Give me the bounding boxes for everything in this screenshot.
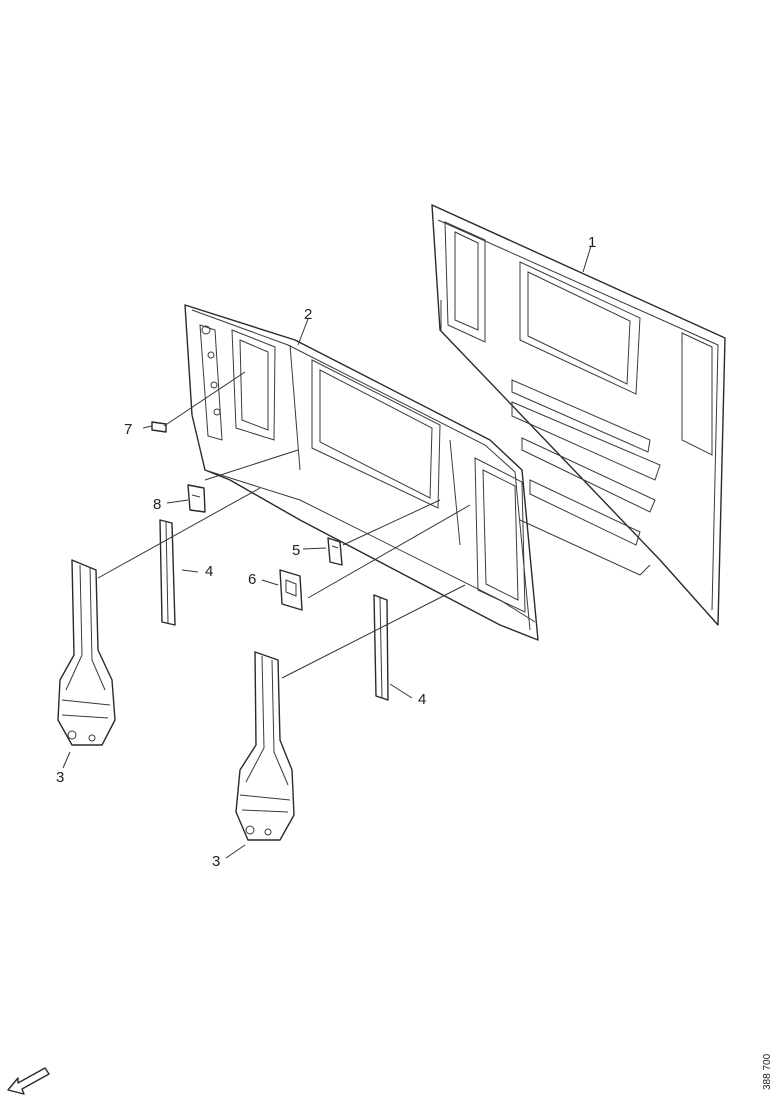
part-8-bracket	[187, 484, 206, 513]
callout-4-left: 4	[205, 563, 213, 580]
leader-lines	[62, 245, 592, 859]
callout-4-right: 4	[418, 691, 426, 708]
part-3-pillar-right	[235, 651, 295, 841]
callout-8: 8	[153, 496, 161, 513]
callout-3-right: 3	[212, 853, 220, 870]
callout-6: 6	[248, 571, 256, 588]
callout-5: 5	[292, 542, 300, 559]
part-3-pillar-left	[57, 559, 116, 746]
part-2-side-panel	[184, 304, 539, 641]
part-6-bracket	[279, 569, 303, 611]
callout-3-left: 3	[56, 769, 64, 786]
part-7-clip	[151, 421, 167, 433]
callout-7: 7	[124, 421, 132, 438]
part-4-strip-right	[373, 594, 389, 701]
callout-2: 2	[304, 306, 312, 323]
part-4-strip-left	[159, 519, 176, 626]
part-5-bracket	[327, 537, 343, 566]
part-1-side-panel	[431, 204, 726, 626]
callout-1: 1	[588, 234, 596, 251]
direction-arrow-icon	[7, 1067, 50, 1095]
reference-code: 388 700	[762, 1053, 773, 1090]
